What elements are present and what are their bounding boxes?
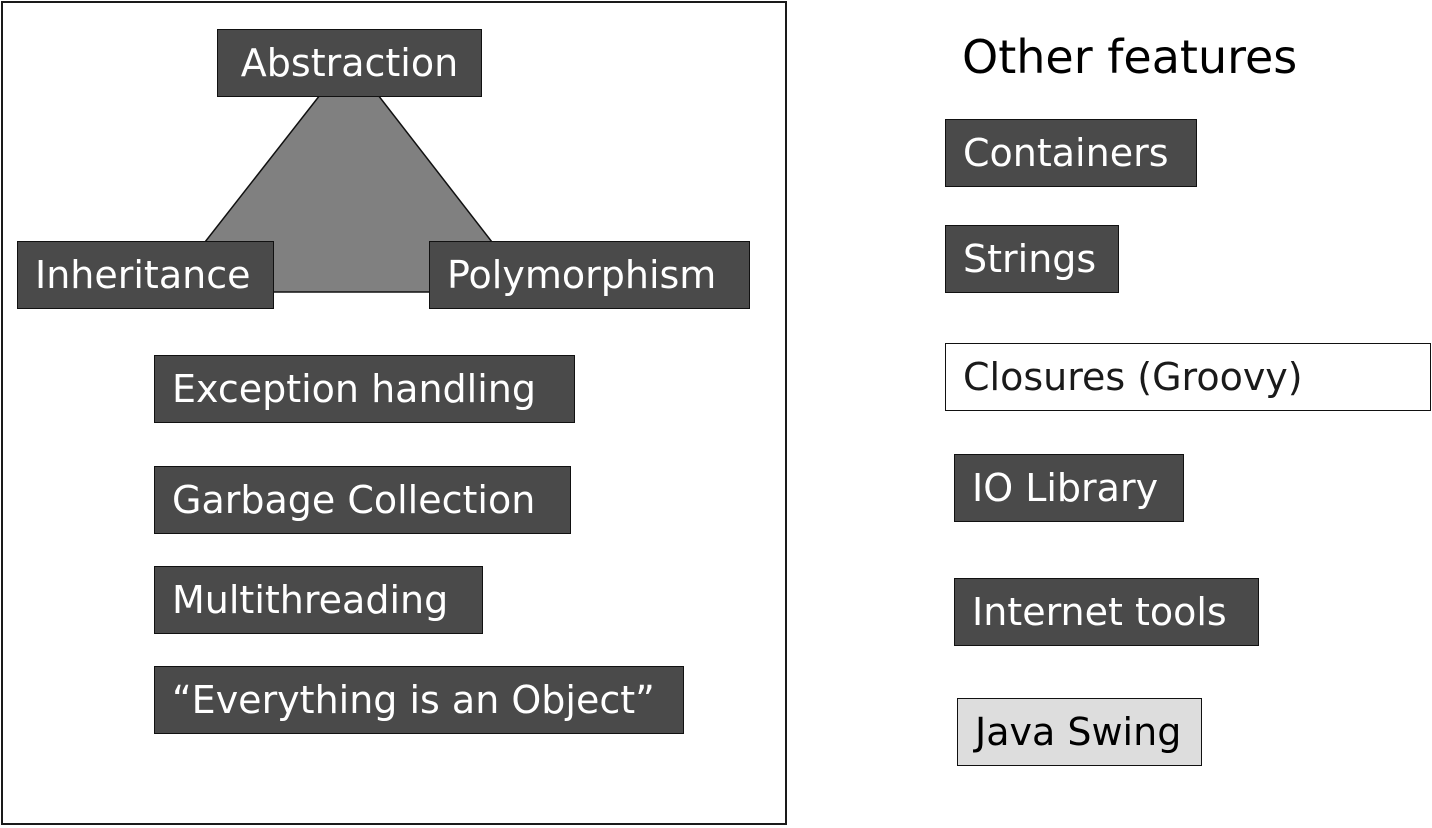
multithreading-label: Multithreading: [172, 578, 449, 622]
io-library-box: IO Library: [954, 454, 1184, 522]
closures-label: Closures (Groovy): [963, 355, 1303, 399]
java-swing-box: Java Swing: [957, 698, 1202, 766]
abstraction-label: Abstraction: [240, 41, 459, 85]
abstraction-box: Abstraction: [217, 29, 482, 97]
java-swing-label: Java Swing: [975, 710, 1182, 754]
everything-is-an-object-box: “Everything is an Object”: [154, 666, 684, 734]
core-features-frame: [1, 1, 787, 825]
polymorphism-label: Polymorphism: [447, 253, 717, 297]
internet-tools-label: Internet tools: [972, 590, 1227, 634]
inheritance-box: Inheritance: [17, 241, 274, 309]
io-library-label: IO Library: [972, 466, 1159, 510]
multithreading-box: Multithreading: [154, 566, 483, 634]
garbage-collection-label: Garbage Collection: [172, 478, 536, 522]
closures-box: Closures (Groovy): [945, 343, 1431, 411]
other-features-heading: Other features: [962, 30, 1298, 84]
internet-tools-box: Internet tools: [954, 578, 1259, 646]
polymorphism-box: Polymorphism: [429, 241, 750, 309]
containers-label: Containers: [963, 131, 1169, 175]
exception-handling-label: Exception handling: [172, 367, 536, 411]
everything-is-an-object-label: “Everything is an Object”: [172, 678, 655, 722]
containers-box: Containers: [945, 119, 1197, 187]
garbage-collection-box: Garbage Collection: [154, 466, 571, 534]
strings-label: Strings: [963, 237, 1097, 281]
strings-box: Strings: [945, 225, 1119, 293]
exception-handling-box: Exception handling: [154, 355, 575, 423]
inheritance-label: Inheritance: [35, 253, 251, 297]
